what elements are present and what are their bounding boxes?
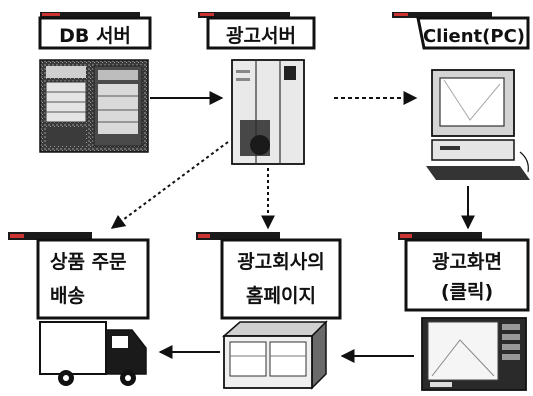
client-label-box: Client(PC) xyxy=(392,12,530,50)
arrows xyxy=(110,91,475,363)
order-label-box: 상품 주문 배송 xyxy=(8,232,150,320)
ad-screen-monitor-icon xyxy=(421,317,527,391)
company-homepage-label-line1: 광고회사의 xyxy=(237,251,324,273)
db-server-label: DB 서버 xyxy=(59,25,131,47)
arrow-adserver-to-order xyxy=(110,141,229,229)
server-tower-icon xyxy=(231,59,305,165)
company-homepage-label-line2: 홈페이지 xyxy=(246,284,316,307)
delivery-truck-icon xyxy=(39,321,147,386)
ad-screen-label-box: 광고화면 (클릭) xyxy=(398,232,530,312)
client-label: Client(PC) xyxy=(423,26,525,47)
order-label-line2: 배송 xyxy=(50,285,85,307)
client-node: Client(PC) xyxy=(392,12,530,180)
order-label-line1: 상품 주문 xyxy=(50,251,127,273)
ad-server-node: 광고서버 xyxy=(198,12,316,165)
db-server-node: DB 서버 xyxy=(38,12,152,153)
ad-screen-node: 광고화면 (클릭) xyxy=(398,232,530,391)
db-server-label-box: DB 서버 xyxy=(38,12,152,50)
order-node: 상품 주문 배송 xyxy=(8,232,150,386)
ad-screen-label-line1: 광고화면 xyxy=(432,251,502,273)
ad-screen-label-line2: (클릭) xyxy=(441,281,493,303)
db-server-rack-icon xyxy=(39,59,149,153)
company-homepage-node: 광고회사의 홈페이지 xyxy=(196,232,342,390)
desktop-pc-icon xyxy=(426,69,530,180)
company-homepage-label-box: 광고회사의 홈페이지 xyxy=(196,232,342,320)
storefront-box-icon xyxy=(222,320,328,390)
ad-server-label-box: 광고서버 xyxy=(198,12,316,50)
ad-server-label: 광고서버 xyxy=(226,25,296,47)
